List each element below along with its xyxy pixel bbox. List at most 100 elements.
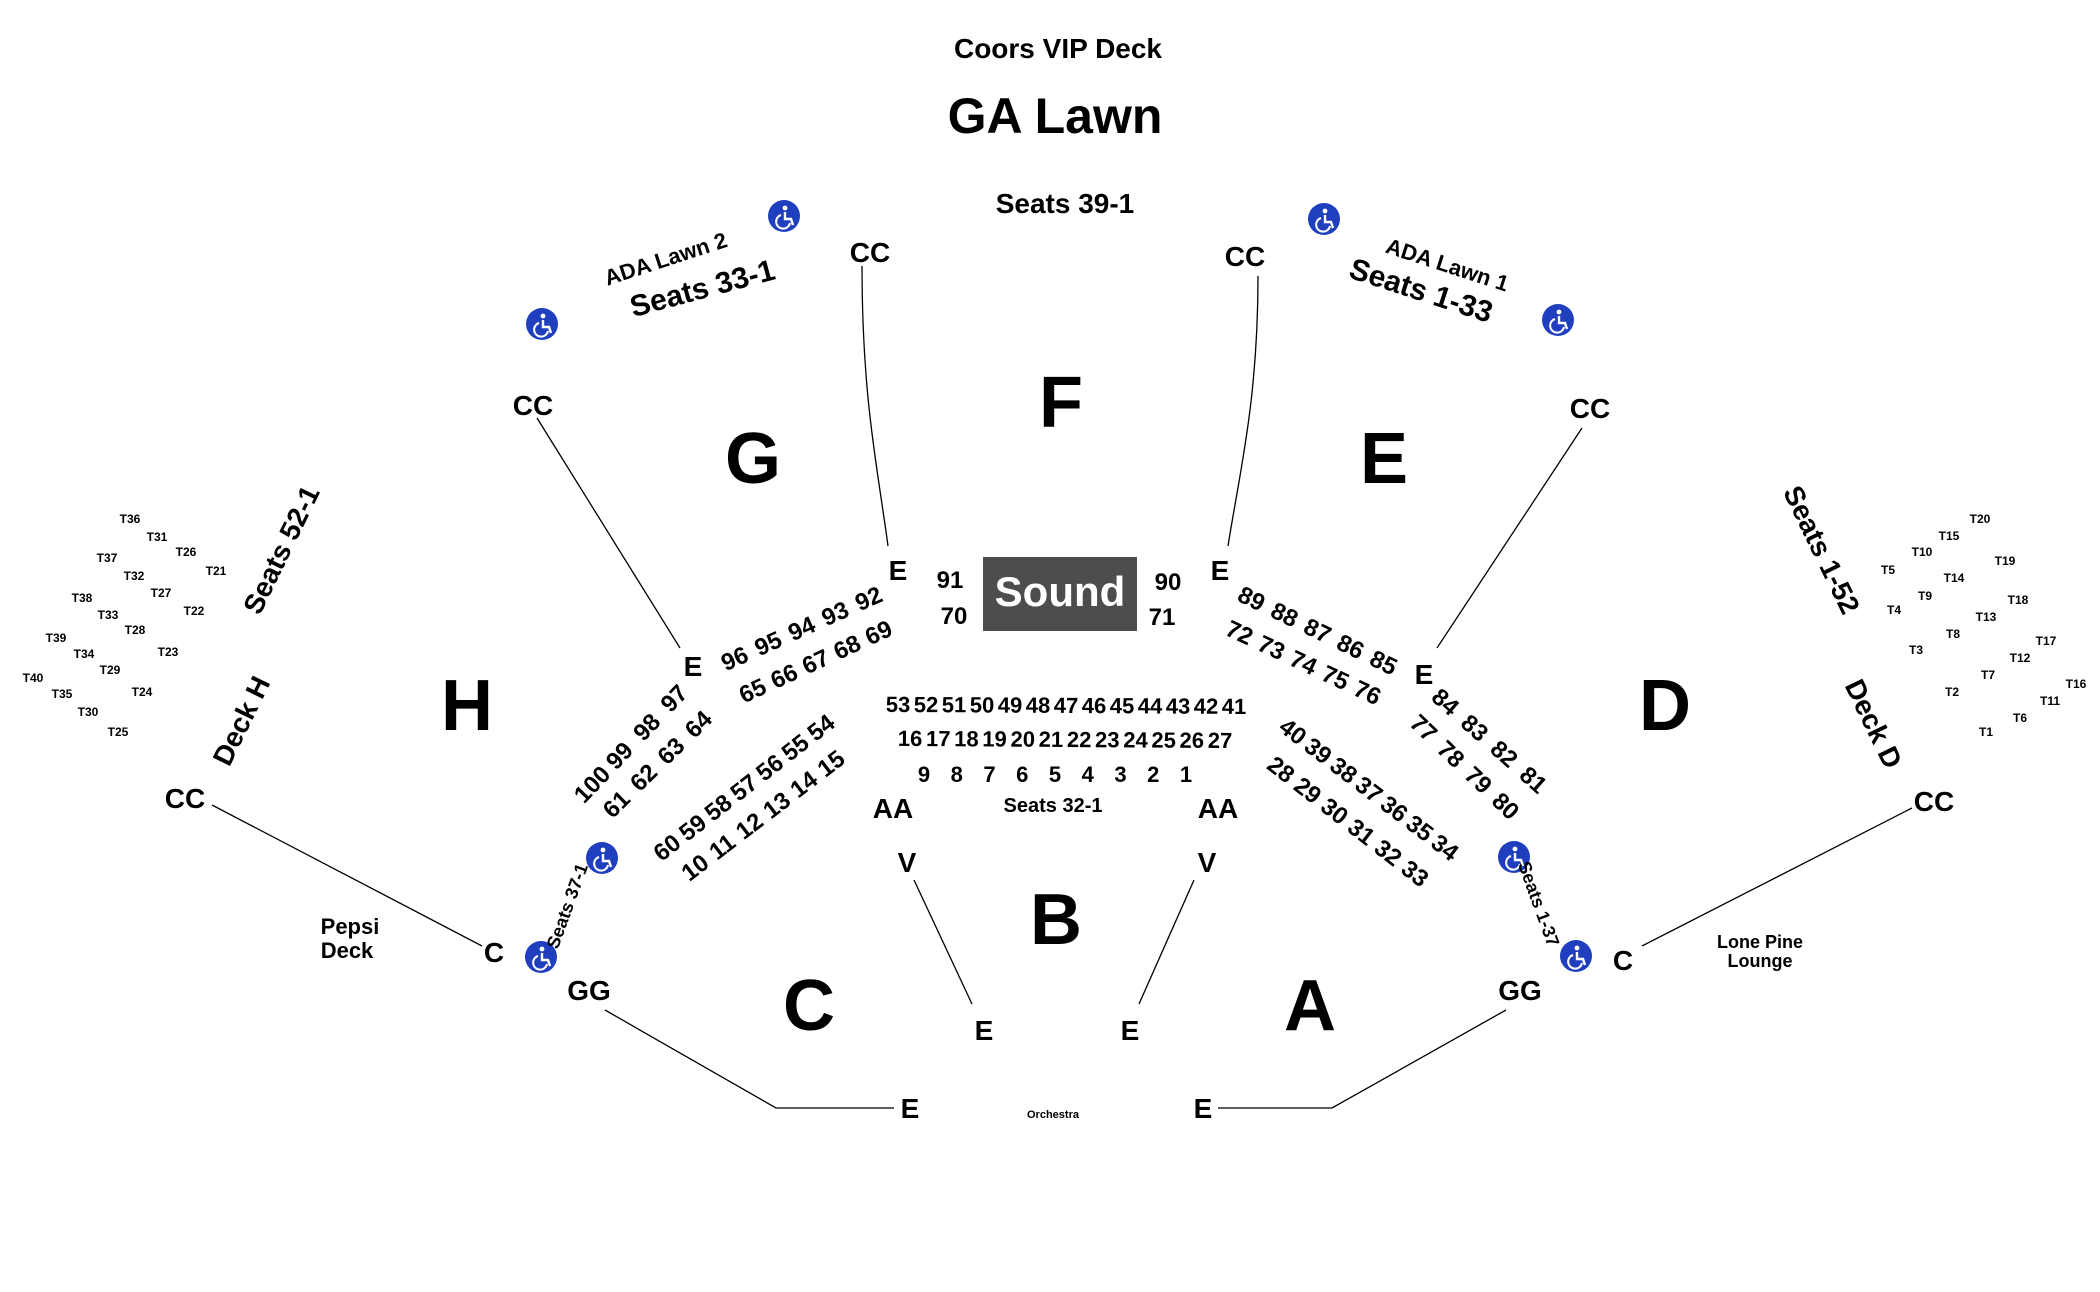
table-label[interactable]: T35 xyxy=(52,687,73,701)
table-label[interactable]: T23 xyxy=(158,645,179,659)
box-number[interactable]: 83 xyxy=(1455,709,1493,747)
box-number[interactable]: 32 xyxy=(1369,834,1407,872)
box-number[interactable]: 15 xyxy=(813,745,851,783)
box-number[interactable]: 86 xyxy=(1332,629,1368,665)
box-number[interactable]: 87 xyxy=(1299,613,1335,649)
box-number[interactable]: 45 xyxy=(1110,693,1135,718)
box-number[interactable]: 71 xyxy=(1149,604,1176,631)
section-c[interactable]: C xyxy=(783,966,835,1046)
box-number[interactable]: 98 xyxy=(628,709,666,747)
table-label[interactable]: T5 xyxy=(1881,563,1895,577)
table-label[interactable]: T39 xyxy=(46,631,67,645)
section-h[interactable]: H xyxy=(441,666,493,746)
row-label-cc[interactable]: CC xyxy=(1570,393,1610,424)
box-number[interactable]: 12 xyxy=(731,808,769,846)
table-label[interactable]: T16 xyxy=(2066,677,2087,691)
box-number[interactable]: 24 xyxy=(1123,727,1148,752)
row-label-c[interactable]: C xyxy=(1613,945,1633,976)
box-number[interactable]: 17 xyxy=(926,726,951,751)
box-number[interactable]: 77 xyxy=(1404,710,1442,748)
table-label[interactable]: T31 xyxy=(147,530,168,544)
box-number[interactable]: 5 xyxy=(1049,762,1061,787)
box-number[interactable]: 95 xyxy=(751,626,786,662)
sound-booth[interactable] xyxy=(983,557,1137,631)
wheelchair-icon[interactable] xyxy=(526,308,558,340)
box-number[interactable]: 82 xyxy=(1485,735,1523,773)
box-number[interactable]: 68 xyxy=(830,630,866,666)
box-number[interactable]: 4 xyxy=(1082,762,1095,787)
box-number[interactable]: 46 xyxy=(1082,693,1107,718)
box-number[interactable]: 96 xyxy=(717,641,752,677)
box-number[interactable]: 75 xyxy=(1317,660,1353,696)
box-number[interactable]: 97 xyxy=(656,680,694,718)
box-number[interactable]: 74 xyxy=(1285,645,1321,681)
table-label[interactable]: T27 xyxy=(151,586,172,600)
box-number[interactable]: 70 xyxy=(941,603,968,630)
box-number[interactable]: 53 xyxy=(886,692,911,717)
row-label-e[interactable]: E xyxy=(1211,555,1230,586)
box-number[interactable]: 92 xyxy=(851,581,886,617)
table-label[interactable]: T12 xyxy=(2010,651,2031,665)
box-number[interactable]: 31 xyxy=(1342,814,1380,852)
box-number[interactable]: 29 xyxy=(1289,772,1327,810)
box-number[interactable]: 91 xyxy=(937,567,964,594)
box-number[interactable]: 69 xyxy=(861,615,897,651)
wheelchair-icon[interactable] xyxy=(1560,940,1592,972)
box-number[interactable]: 8 xyxy=(951,762,963,787)
table-label[interactable]: T14 xyxy=(1944,571,1965,585)
box-number[interactable]: 73 xyxy=(1253,630,1289,666)
box-number[interactable]: 11 xyxy=(704,829,741,866)
table-label[interactable]: T36 xyxy=(120,512,141,526)
box-number[interactable]: 41 xyxy=(1222,694,1247,719)
box-number[interactable]: 33 xyxy=(1396,855,1434,893)
row-label-e[interactable]: E xyxy=(684,651,703,682)
box-number[interactable]: 13 xyxy=(758,787,796,825)
box-number[interactable]: 72 xyxy=(1221,615,1257,651)
table-label[interactable]: T1 xyxy=(1979,725,1993,739)
table-label[interactable]: T40 xyxy=(23,671,44,685)
box-number[interactable]: 3 xyxy=(1114,762,1126,787)
pepsi-deck-label[interactable]: Pepsi xyxy=(321,914,380,939)
box-number[interactable]: 20 xyxy=(1010,727,1035,752)
wheelchair-icon[interactable] xyxy=(525,941,557,973)
box-number[interactable]: 62 xyxy=(625,759,663,797)
row-label-e[interactable]: E xyxy=(1194,1093,1213,1124)
box-number[interactable]: 90 xyxy=(1155,569,1182,596)
table-label[interactable]: T9 xyxy=(1918,589,1932,603)
row-label-e[interactable]: E xyxy=(1121,1015,1140,1046)
row-label-aa[interactable]: AA xyxy=(1198,793,1238,824)
box-number[interactable]: 25 xyxy=(1151,728,1176,753)
table-label[interactable]: T21 xyxy=(206,564,227,578)
wheelchair-icon[interactable] xyxy=(1498,841,1530,873)
box-number[interactable]: 6 xyxy=(1016,762,1028,787)
row-label-cc[interactable]: CC xyxy=(513,390,553,421)
box-number[interactable]: 79 xyxy=(1459,762,1497,800)
wheelchair-icon[interactable] xyxy=(586,842,618,874)
box-number[interactable]: 93 xyxy=(818,596,853,632)
row-label-gg[interactable]: GG xyxy=(1498,975,1542,1006)
table-label[interactable]: T8 xyxy=(1946,627,1960,641)
box-number[interactable]: 94 xyxy=(784,611,820,647)
box-number[interactable]: 1 xyxy=(1180,762,1192,787)
box-number[interactable]: 7 xyxy=(983,762,995,787)
row-label-v[interactable]: V xyxy=(898,847,917,878)
box-number[interactable]: 28 xyxy=(1262,751,1300,789)
box-number[interactable]: 49 xyxy=(998,693,1023,718)
row-label-v[interactable]: V xyxy=(1198,847,1217,878)
box-number[interactable]: 65 xyxy=(735,673,771,709)
deck-d-label[interactable]: Deck D xyxy=(1839,674,1908,773)
pepsi-deck-label[interactable]: Deck xyxy=(321,938,374,963)
box-number[interactable]: 34 xyxy=(1426,829,1464,867)
table-label[interactable]: T25 xyxy=(108,725,129,739)
box-number[interactable]: 18 xyxy=(954,726,979,751)
box-number[interactable]: 19 xyxy=(982,726,1007,751)
row-label-e[interactable]: E xyxy=(975,1015,994,1046)
box-number[interactable]: 78 xyxy=(1431,736,1469,774)
section-a[interactable]: A xyxy=(1284,966,1336,1046)
box-number[interactable]: 88 xyxy=(1266,597,1302,633)
row-label-e[interactable]: E xyxy=(1415,659,1434,690)
box-number[interactable]: 52 xyxy=(914,692,939,717)
section-b[interactable]: B xyxy=(1030,880,1082,960)
table-label[interactable]: T3 xyxy=(1909,643,1923,657)
box-number[interactable]: 16 xyxy=(898,726,923,751)
